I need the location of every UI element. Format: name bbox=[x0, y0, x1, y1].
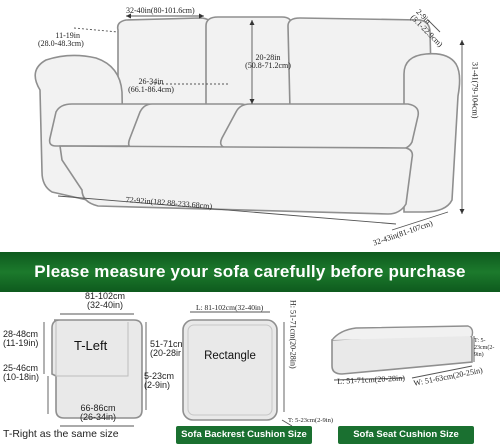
rectangle-cushion bbox=[182, 319, 278, 421]
t-left-bottom-in: (26-34in) bbox=[79, 412, 117, 423]
t-left-left-cm: 28-48cm bbox=[3, 329, 39, 339]
t-left-bottom-dim: 66-86cm (26-34in) bbox=[72, 403, 124, 423]
t-left-side-dim: 51-71cn (20-28ir bbox=[150, 339, 183, 359]
back-height-cm: (28.0-48.3cm) bbox=[38, 39, 84, 49]
back-height-in: 11-19in bbox=[55, 31, 80, 40]
measure-banner bbox=[0, 252, 500, 292]
t-left-top-in: (32-40in) bbox=[86, 300, 124, 311]
t-left-side-cm: 51-71cn bbox=[150, 339, 183, 349]
rectangle-label: Rectangle bbox=[204, 350, 256, 362]
t-left-left-dim: 28-48cm (11-19in) bbox=[3, 329, 39, 349]
back-cushion-height-in: 20-28in bbox=[255, 53, 281, 62]
seat-width-in: 26-34in bbox=[138, 77, 164, 86]
banner-text: Please measure your sofa carefully befor… bbox=[34, 262, 466, 281]
t-left-top-dim: 81-102cm (32-40in) bbox=[79, 291, 131, 311]
t-left-arm-dim: 5-23cm (2-9in) bbox=[144, 371, 175, 391]
seat-thickness-dim: T: 5-23cm(2-9in) bbox=[474, 338, 495, 359]
t-left-cushion bbox=[51, 319, 143, 419]
rectangle-side-dim: H: 51-71cm(20-28in) bbox=[288, 300, 298, 369]
rectangle-thickness-dim: T: 5-23cm(2-9in) bbox=[288, 417, 333, 424]
back-cushion-height-label: 20-28in (50.8-71.2cm) bbox=[236, 53, 300, 71]
t-left-arm-cm: 5-23cm bbox=[144, 371, 175, 381]
cushion-diagrams bbox=[43, 311, 475, 427]
t-left-bottom-cm: 66-86cm bbox=[80, 403, 116, 413]
backrest-caption: Sofa Backrest Cushion Size bbox=[176, 426, 312, 444]
t-left-notch-cm: 25-46cm bbox=[3, 363, 39, 373]
t-left-top-cm: 81-102cm bbox=[84, 291, 126, 301]
t-left-notch-dim: 25-46cm (10-18in) bbox=[3, 363, 40, 383]
back-cushion-height-cm: (50.8-71.2cm) bbox=[245, 61, 291, 71]
back-height-label: 11-19in (28.0-48.3cm) bbox=[38, 31, 84, 49]
seat-width-cm: (66.1-86.4cm) bbox=[128, 85, 174, 95]
t-left-label: T-Left bbox=[74, 338, 108, 353]
rectangle-top-dim: L: 81-102cm(32-40in) bbox=[196, 303, 264, 312]
t-left-notch-in: (10-18in) bbox=[3, 372, 40, 383]
t-left-left-in: (11-19in) bbox=[3, 338, 39, 349]
back-width-label: 32-40in(80-101.6cm) bbox=[126, 6, 195, 15]
total-height-label: 31-41(79-104cm) bbox=[470, 62, 480, 119]
seat-width-label: 26-34in (66.1-86.4cm) bbox=[118, 77, 184, 95]
sofa-illustration bbox=[34, 13, 465, 231]
t-left-arm-in: (2-9in) bbox=[144, 380, 171, 391]
t-left-side-in: (20-28ir bbox=[150, 348, 182, 359]
seat-caption: Sofa Seat Cushion Size bbox=[338, 426, 474, 444]
t-right-note: T-Right as the same size bbox=[3, 428, 119, 440]
